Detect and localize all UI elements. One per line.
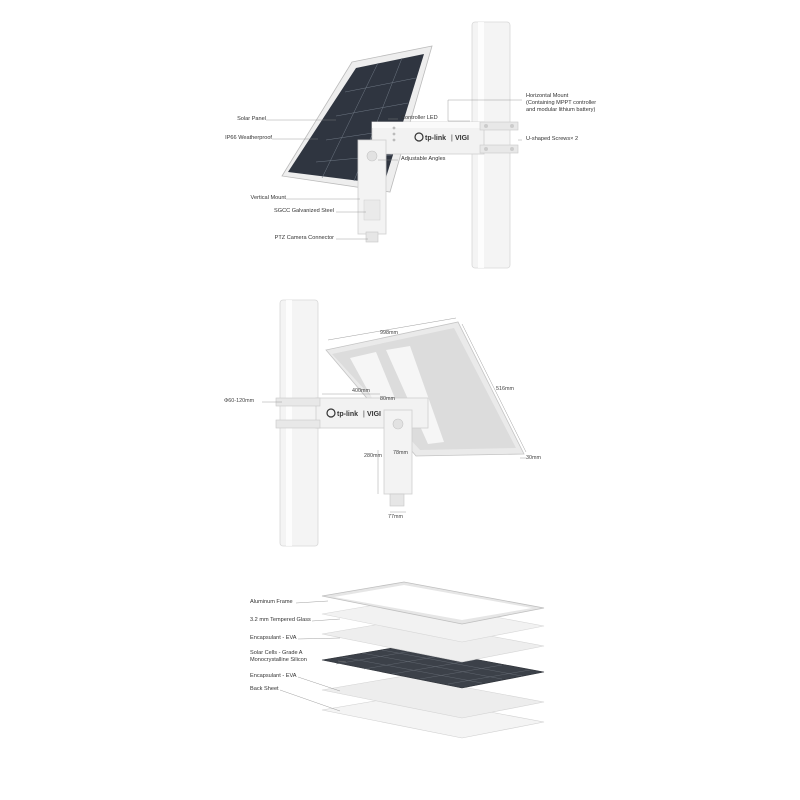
ptz-connector-1 xyxy=(365,231,379,243)
label-controller-led: Controller LED xyxy=(401,115,438,121)
dim-offset: 80mm xyxy=(380,396,395,402)
label-horizontal-mount-1: Horizontal Mount xyxy=(526,93,569,99)
label-eva-1: Encapsulant - EVA xyxy=(250,635,297,641)
svg-text:|: | xyxy=(451,135,453,142)
dim-width: 998mm xyxy=(380,330,398,336)
dim-vert-w: 78mm xyxy=(393,450,408,456)
dim-arm: 400mm xyxy=(352,388,370,394)
label-horizontal-mount-3: and modular lithium battery) xyxy=(526,107,596,113)
dim-pole: Φ60-120mm xyxy=(224,398,255,404)
brand-product-1: VIGI xyxy=(455,135,469,142)
label-u-screws: U-shaped Screws× 2 xyxy=(526,136,579,142)
label-horizontal-mount-2: (Containing MPPT controller xyxy=(526,100,597,106)
brand-product-2: VIGI xyxy=(367,411,381,418)
svg-text:|: | xyxy=(363,411,365,418)
label-solar-cells-1: Solar Cells - Grade A xyxy=(250,650,303,656)
label-adjustable: Adjustable Angles xyxy=(401,156,446,162)
label-vertical-mount: Vertical Mount xyxy=(250,195,286,201)
label-ptz: PTZ Camera Connector xyxy=(274,235,334,241)
label-solar-cells-2: Monocrystalline Silicon xyxy=(250,657,307,663)
dim-bottom-w: 77mm xyxy=(388,514,403,520)
dim-vert-len: 280mm xyxy=(364,453,382,459)
label-back-sheet: Back Sheet xyxy=(250,686,279,692)
label-tempered-glass: 3.2 mm Tempered Glass xyxy=(250,617,311,623)
label-eva-2: Encapsulant - EVA xyxy=(250,673,297,679)
label-aluminum-frame: Aluminum Frame xyxy=(250,599,293,605)
label-weatherproof: IP66 Weatherproof xyxy=(225,135,272,141)
label-steel: SGCC Galvanized Steel xyxy=(273,208,334,214)
dim-thickness: 30mm xyxy=(526,455,541,461)
u-clamp-1 xyxy=(479,121,519,131)
label-solar-panel: Solar Panel xyxy=(237,116,266,122)
dim-height: 516mm xyxy=(496,386,514,392)
brand-logo-2: tp-link xyxy=(337,411,358,418)
layer-eva-2 xyxy=(321,675,545,719)
brand-logo-1: tp-link xyxy=(425,135,446,142)
